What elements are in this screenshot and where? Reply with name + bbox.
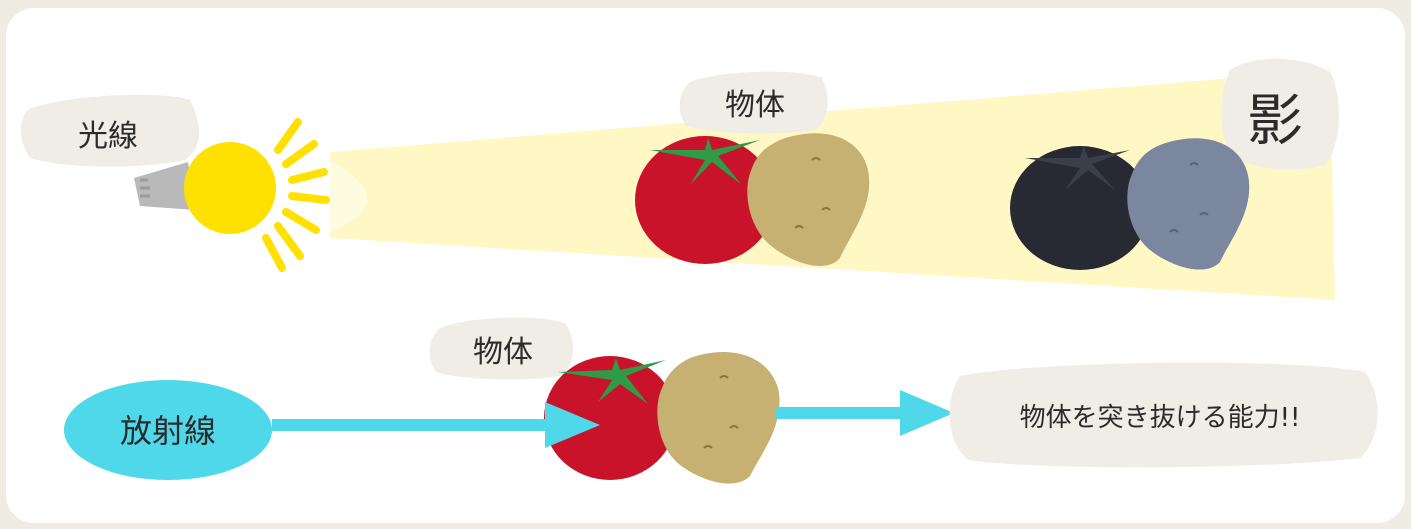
potato-body <box>747 133 870 266</box>
shadow-potato-eyes <box>1169 162 1209 233</box>
light-ray-label: 光線 <box>78 119 138 154</box>
penetration-bubble <box>949 362 1378 468</box>
shadow-potato-body <box>1127 138 1250 270</box>
shadow-tomato-leaf <box>1025 146 1130 190</box>
tomato-body-bottom <box>544 356 676 480</box>
object-bottom-bubble <box>429 317 574 380</box>
potato-eyes-bottom <box>703 375 739 449</box>
penetration-label: 物体を突き抜ける能力!! <box>1020 403 1301 433</box>
radiation-arrow-head-2 <box>900 390 954 436</box>
potato-eyes <box>794 157 831 229</box>
shadow-label: 影 <box>1247 89 1303 154</box>
bulb-rays <box>262 118 330 272</box>
radiation-badge <box>64 380 272 480</box>
tomato-leaf <box>650 138 760 185</box>
radiation-label: 放射線 <box>120 412 216 450</box>
shadow-bubble <box>1221 58 1339 170</box>
tomato-leaf-bottom <box>558 358 666 404</box>
potato-icon-bottom <box>657 352 780 484</box>
radiation-arrow-shaft <box>272 419 552 431</box>
light-ray-bubble <box>20 94 200 167</box>
bulb-glass <box>184 142 276 234</box>
shadow-tomato-body <box>1010 146 1150 270</box>
tomato-icon-bottom <box>544 356 676 480</box>
potato-icon <box>747 133 870 266</box>
object-top-bubble <box>679 71 828 134</box>
tomato-body <box>635 136 775 264</box>
potato-body-bottom <box>657 352 780 484</box>
object-bottom-label: 物体 <box>473 335 533 370</box>
shadow-tomato-icon <box>1010 146 1150 270</box>
radiation-arrow-head <box>545 402 600 448</box>
bulb-base-thread <box>140 178 150 198</box>
object-top-label: 物体 <box>725 88 785 123</box>
tomato-icon <box>635 136 775 264</box>
bulb-base <box>134 162 196 210</box>
radiation-arrow-shaft-2 <box>776 407 908 419</box>
light-beam-glow <box>330 160 368 232</box>
light-bulb-icon <box>134 118 330 272</box>
shadow-potato-icon <box>1127 138 1250 270</box>
